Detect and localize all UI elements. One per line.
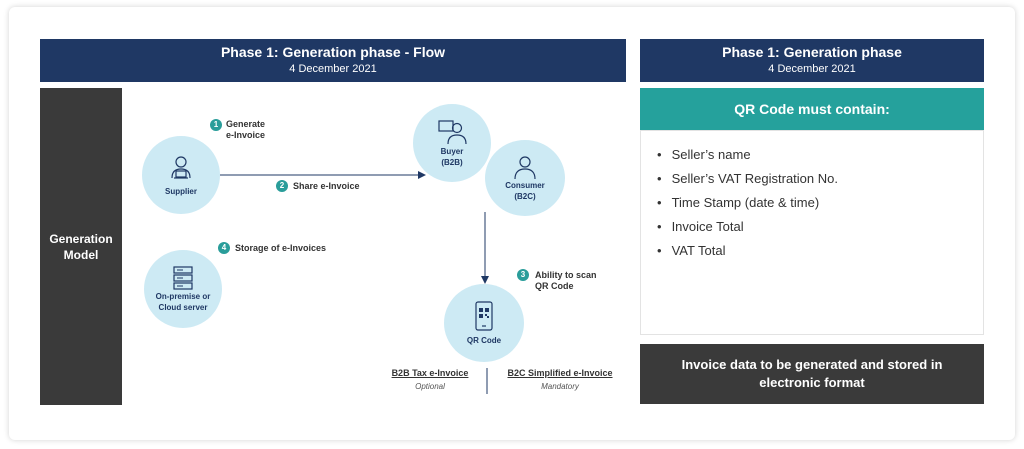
qr-label: QR Code bbox=[466, 335, 502, 345]
list-item: •VAT Total bbox=[657, 243, 726, 258]
phase-header-date: 4 December 2021 bbox=[768, 63, 856, 75]
step-3-badge: 3 bbox=[517, 269, 529, 281]
b2b-title: B2B Tax e-Invoice bbox=[391, 368, 469, 378]
step-3-label: Ability to scan QR Code bbox=[535, 270, 597, 291]
step-4-label: Storage of e-Invoices bbox=[235, 243, 327, 253]
buyer-node: Buyer (B2B) bbox=[413, 104, 491, 182]
buyer-label: Buyer bbox=[440, 147, 464, 156]
generation-model-label: Generation Model bbox=[40, 88, 122, 405]
supplier-label: Supplier bbox=[164, 186, 197, 196]
buyer-sublabel: (B2B) bbox=[441, 158, 463, 167]
list-item: •Invoice Total bbox=[657, 219, 744, 234]
b2b-subtitle: Optional bbox=[415, 382, 445, 391]
server-icon bbox=[173, 266, 193, 290]
server-node: On-premise or Cloud server bbox=[144, 250, 222, 328]
person-screen-icon bbox=[438, 120, 467, 145]
qr-must-contain-title: QR Code must contain: bbox=[640, 88, 984, 130]
b2c-legend: B2C Simplified e-Invoice Mandatory bbox=[494, 368, 626, 391]
step-2-label: Share e-Invoice bbox=[293, 181, 360, 191]
list-item: •Time Stamp (date & time) bbox=[657, 195, 820, 210]
step-4-badge: 4 bbox=[218, 242, 230, 254]
step-2-badge: 2 bbox=[276, 180, 288, 192]
b2b-legend: B2B Tax e-Invoice Optional bbox=[378, 368, 482, 391]
list-item: •Seller’s VAT Registration No. bbox=[657, 171, 838, 186]
phase-header-title: Phase 1: Generation phase bbox=[722, 44, 902, 60]
flow-header-title: Phase 1: Generation phase - Flow bbox=[220, 44, 446, 60]
b2c-subtitle: Mandatory bbox=[541, 382, 579, 391]
step-1-label: Generate e-Invoice bbox=[226, 119, 266, 140]
consumer-node: Consumer (B2C) bbox=[485, 140, 565, 216]
consumer-sublabel: (B2C) bbox=[514, 192, 536, 201]
person-laptop-icon bbox=[171, 155, 191, 179]
person-icon bbox=[514, 156, 536, 180]
qr-contents-list: •Seller’s name •Seller’s VAT Registratio… bbox=[640, 130, 984, 335]
server-label-2: Cloud server bbox=[158, 303, 208, 312]
supplier-node: Supplier bbox=[142, 136, 220, 214]
server-label-1: On-premise or bbox=[155, 292, 211, 301]
qr-node: QR Code bbox=[444, 284, 524, 362]
phase-header: Phase 1: Generation phase 4 December 202… bbox=[640, 39, 984, 82]
step-1-badge: 1 bbox=[210, 119, 222, 131]
list-item: •Seller’s name bbox=[657, 147, 751, 162]
flow-header: Phase 1: Generation phase - Flow 4 Decem… bbox=[40, 39, 626, 82]
flow-header-date: 4 December 2021 bbox=[289, 63, 377, 75]
consumer-label: Consumer bbox=[505, 181, 545, 190]
phone-qr-icon bbox=[475, 300, 493, 331]
invoice-data-note: Invoice data to be generated and stored … bbox=[640, 344, 984, 404]
b2c-title: B2C Simplified e-Invoice bbox=[507, 368, 613, 378]
